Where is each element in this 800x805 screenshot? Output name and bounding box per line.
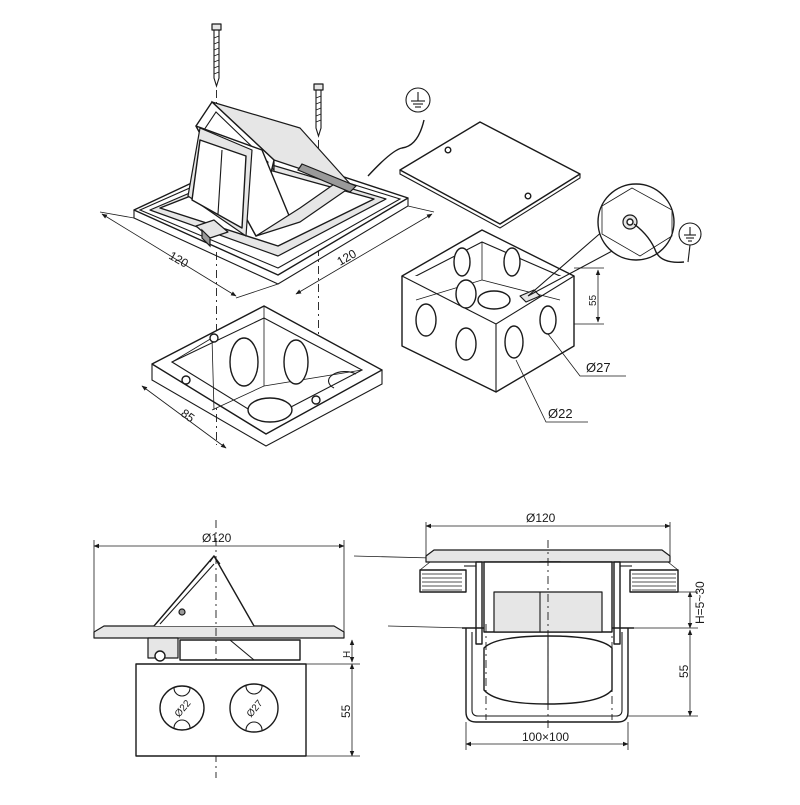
gap-dim-label: H <box>342 651 353 658</box>
plate-dim-label: Ø120 <box>202 531 232 545</box>
adjust-dim-label: H=5~30 <box>693 581 707 624</box>
section-plate-dim-label: Ø120 <box>526 511 556 525</box>
side-view-open: Ø120 Ø22 Ø27 H <box>93 520 360 778</box>
metal-box-lower <box>151 305 383 447</box>
floor-socket-isometric: 120 120 85 <box>99 23 435 449</box>
junction-box-isometric: 55 Ø27 Ø22 <box>399 87 702 423</box>
hole-large-label: Ø27 <box>586 360 611 375</box>
dim-width-label: 120 <box>167 248 192 270</box>
section-box-height-label: 55 <box>677 664 691 678</box>
dim-box-label: 85 <box>178 406 197 425</box>
ground-symbol-icon <box>405 87 431 113</box>
ground-symbol-small-icon <box>678 222 702 246</box>
dim-height-label: 55 <box>588 294 599 306</box>
screw-left <box>211 23 222 88</box>
knockout-small: Ø22 <box>159 685 205 731</box>
knockout-large: Ø27 <box>229 683 279 733</box>
screw-right <box>313 83 324 138</box>
hole-small-label: Ø22 <box>548 406 573 421</box>
dim-depth-label: 120 <box>335 246 360 268</box>
box-size-dim-label: 100×100 <box>522 730 569 744</box>
box-height-dim-label: 55 <box>339 704 353 718</box>
section-view-installed: Ø120 H=5~3 <box>353 511 707 750</box>
